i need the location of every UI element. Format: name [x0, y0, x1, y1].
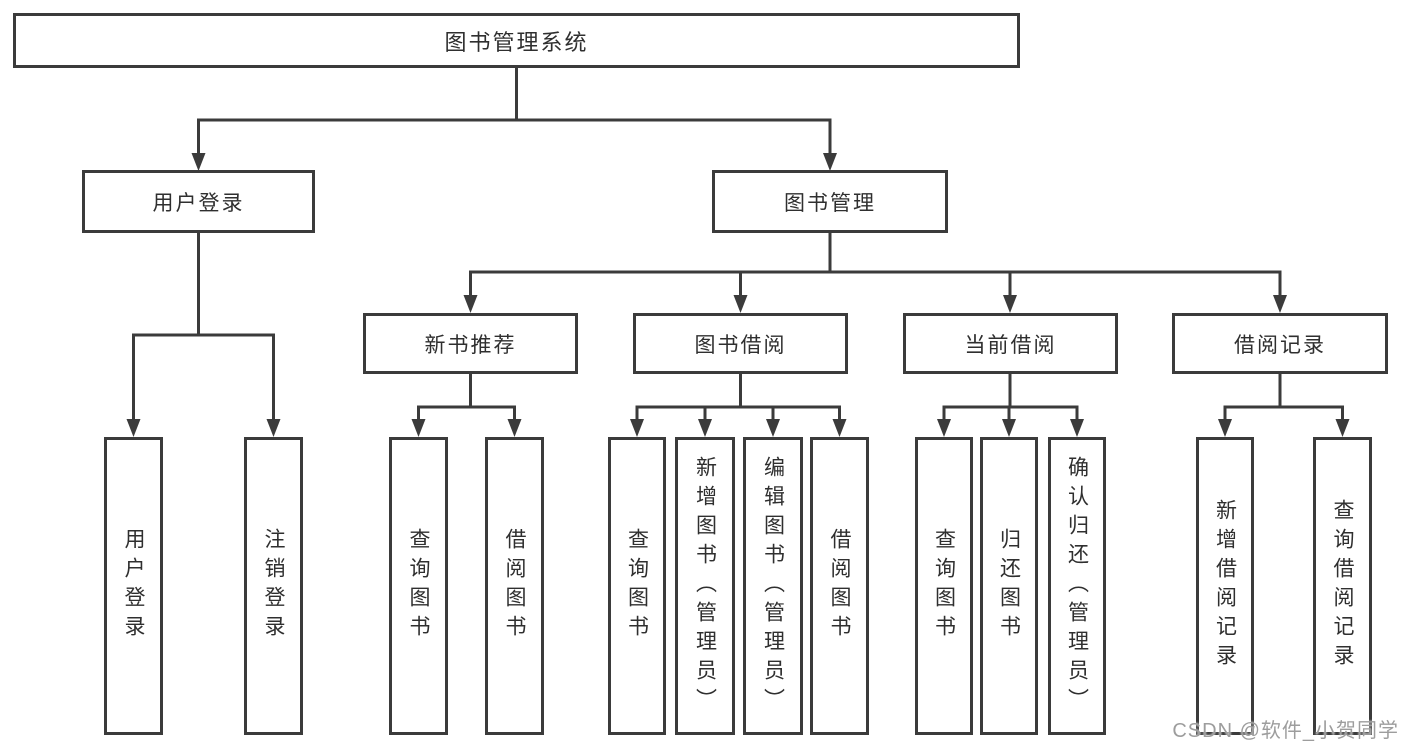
arrowhead-icon	[266, 419, 281, 437]
arrowhead-icon	[1335, 419, 1350, 437]
connector-user-login-children	[126, 233, 281, 437]
leaf-logout: 注销登录	[244, 437, 303, 735]
leaf-user-login: 用户登录	[104, 437, 163, 735]
arrowhead-icon	[1273, 295, 1287, 313]
leaf-add-book-admin: 新增图书（管理员）	[675, 437, 735, 735]
arrowhead-icon	[1070, 419, 1084, 437]
arrowhead-icon	[191, 153, 206, 171]
arrowhead-icon	[733, 295, 748, 313]
connector-book-borrow-children	[630, 374, 847, 437]
arrowhead-icon	[832, 419, 847, 437]
arrowhead-icon	[766, 419, 780, 437]
arrowhead-icon	[937, 419, 951, 437]
arrowhead-icon	[126, 419, 141, 437]
leaf-return-book: 归还图书	[980, 437, 1038, 735]
connector-root-to-level2	[191, 68, 837, 171]
arrowhead-icon	[1218, 419, 1232, 437]
leaf-query-books-recommend: 查询图书	[389, 437, 448, 735]
leaf-confirm-return-admin: 确认归还（管理员）	[1048, 437, 1106, 735]
arrowhead-icon	[1003, 295, 1017, 313]
leaf-borrow-book: 借阅图书	[810, 437, 869, 735]
arrowhead-icon	[463, 295, 478, 313]
arrowhead-icon	[1002, 419, 1016, 437]
arrowhead-icon	[630, 419, 644, 437]
node-book-borrow: 图书借阅	[633, 313, 848, 374]
leaf-query-borrow-record: 查询借阅记录	[1313, 437, 1372, 735]
connector-borrow-record-children	[1218, 374, 1350, 437]
connector-book-management-children	[463, 233, 1287, 313]
node-new-book-recommend: 新书推荐	[363, 313, 578, 374]
node-borrow-record: 借阅记录	[1172, 313, 1388, 374]
leaf-edit-book-admin: 编辑图书（管理员）	[743, 437, 803, 735]
node-current-borrow: 当前借阅	[903, 313, 1118, 374]
arrowhead-icon	[507, 419, 522, 437]
node-user-login-module: 用户登录	[82, 170, 315, 233]
leaf-query-books-current: 查询图书	[915, 437, 973, 735]
connector-new-book-children	[411, 374, 522, 437]
connector-current-borrow-children	[937, 374, 1084, 437]
leaf-query-books-borrow: 查询图书	[608, 437, 666, 735]
node-root-system: 图书管理系统	[13, 13, 1020, 68]
leaf-add-borrow-record: 新增借阅记录	[1196, 437, 1254, 735]
node-book-management-module: 图书管理	[712, 170, 948, 233]
arrowhead-icon	[823, 153, 837, 171]
arrowhead-icon	[698, 419, 712, 437]
arrowhead-icon	[411, 419, 426, 437]
leaf-borrow-books-recommend: 借阅图书	[485, 437, 544, 735]
